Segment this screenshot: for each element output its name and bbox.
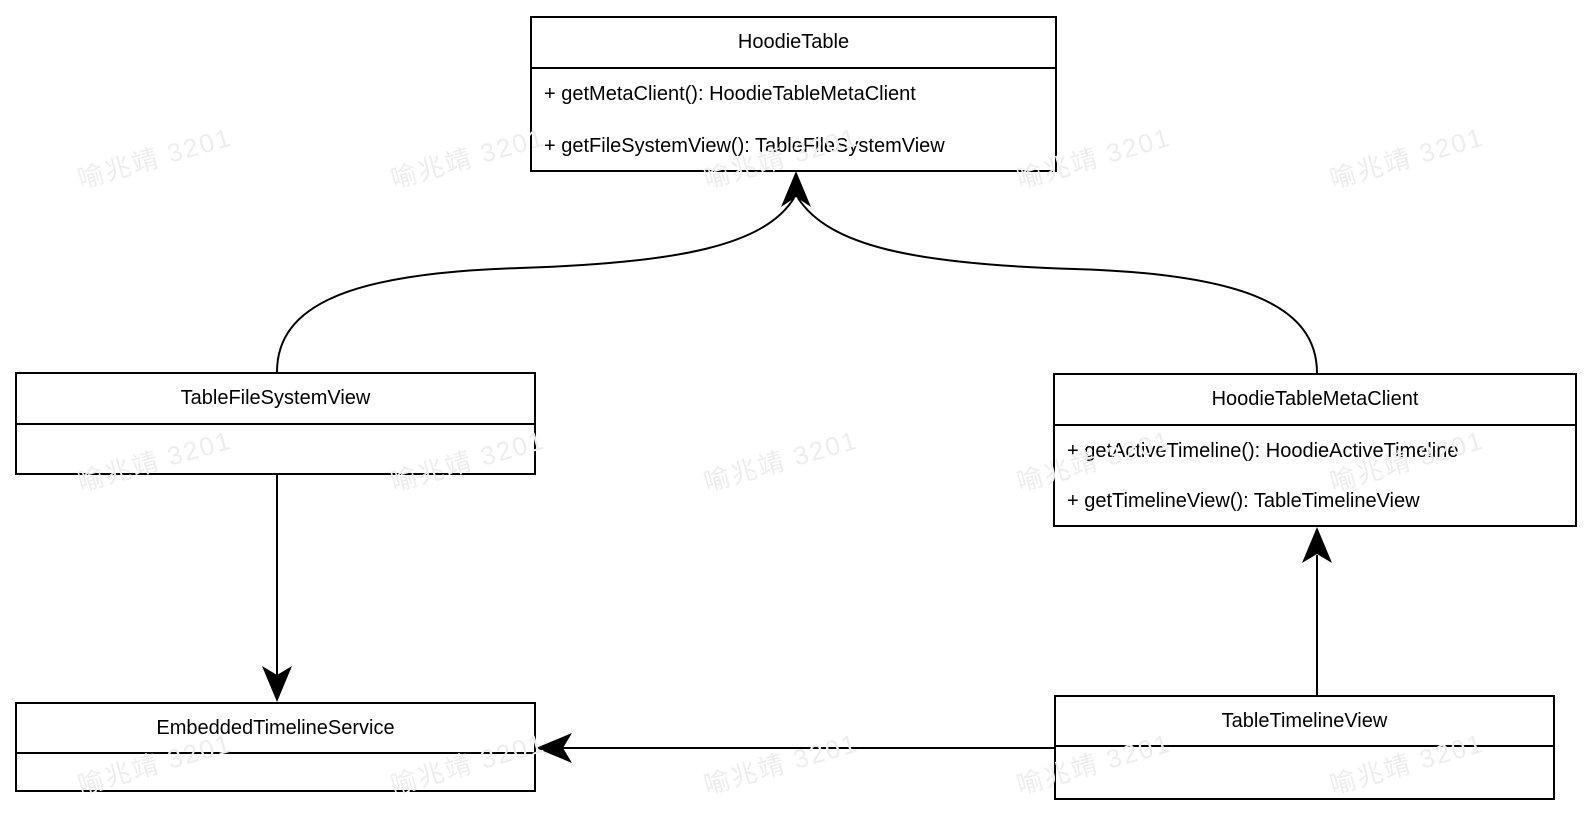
- class-methods-empty: [1056, 747, 1553, 800]
- class-name: EmbeddedTimelineService: [17, 704, 534, 754]
- class-name: TableTimelineView: [1056, 697, 1553, 747]
- watermark-text: 喻兆靖 3201: [74, 121, 236, 195]
- method-label: + getTimelineView(): TableTimelineView: [1067, 490, 1420, 513]
- arrowhead-up-hoodietable: [781, 171, 811, 207]
- class-methods-empty: [17, 754, 534, 792]
- watermark-text: 喻兆靖 3201: [1326, 121, 1488, 195]
- method-label: + getFileSystemView(): TableFileSystemVi…: [544, 134, 945, 157]
- class-name: HoodieTable: [532, 18, 1055, 69]
- method-label: + getActiveTimeline(): HoodieActiveTimel…: [1067, 439, 1459, 462]
- arrowhead-up-hoodietablemetaclient: [1302, 527, 1332, 563]
- class-methods: + getActiveTimeline(): HoodieActiveTimel…: [1055, 426, 1575, 527]
- class-box-hoodietablemetaclient: HoodieTableMetaClient + getActiveTimelin…: [1053, 373, 1577, 527]
- arrowhead-left-embeddedtimelineservice: [536, 733, 572, 763]
- watermark-text: 喻兆靖 3201: [387, 121, 549, 195]
- arrowhead-down-embeddedtimelineservice: [262, 666, 292, 702]
- class-name: TableFileSystemView: [17, 374, 534, 425]
- class-box-hoodietable: HoodieTable + getMetaClient(): HoodieTab…: [530, 16, 1057, 172]
- class-box-tablefilesystemview: TableFileSystemView: [15, 372, 536, 475]
- edge-hoodietablemetaclient-to-hoodietable: [797, 197, 1318, 374]
- class-box-embeddedtimelineservice: EmbeddedTimelineService: [15, 702, 536, 792]
- watermark-text: 喻兆靖 3201: [700, 424, 862, 498]
- watermark-text: 喻兆靖 3201: [700, 727, 862, 801]
- class-box-tabletimelineview: TableTimelineView: [1054, 695, 1555, 800]
- method-label: + getMetaClient(): HoodieTableMetaClient: [544, 83, 916, 106]
- class-name: HoodieTableMetaClient: [1055, 375, 1575, 426]
- class-methods: + getMetaClient(): HoodieTableMetaClient…: [532, 69, 1055, 172]
- edge-tablefilesystemview-to-hoodietable: [276, 197, 795, 373]
- class-methods-empty: [17, 425, 534, 475]
